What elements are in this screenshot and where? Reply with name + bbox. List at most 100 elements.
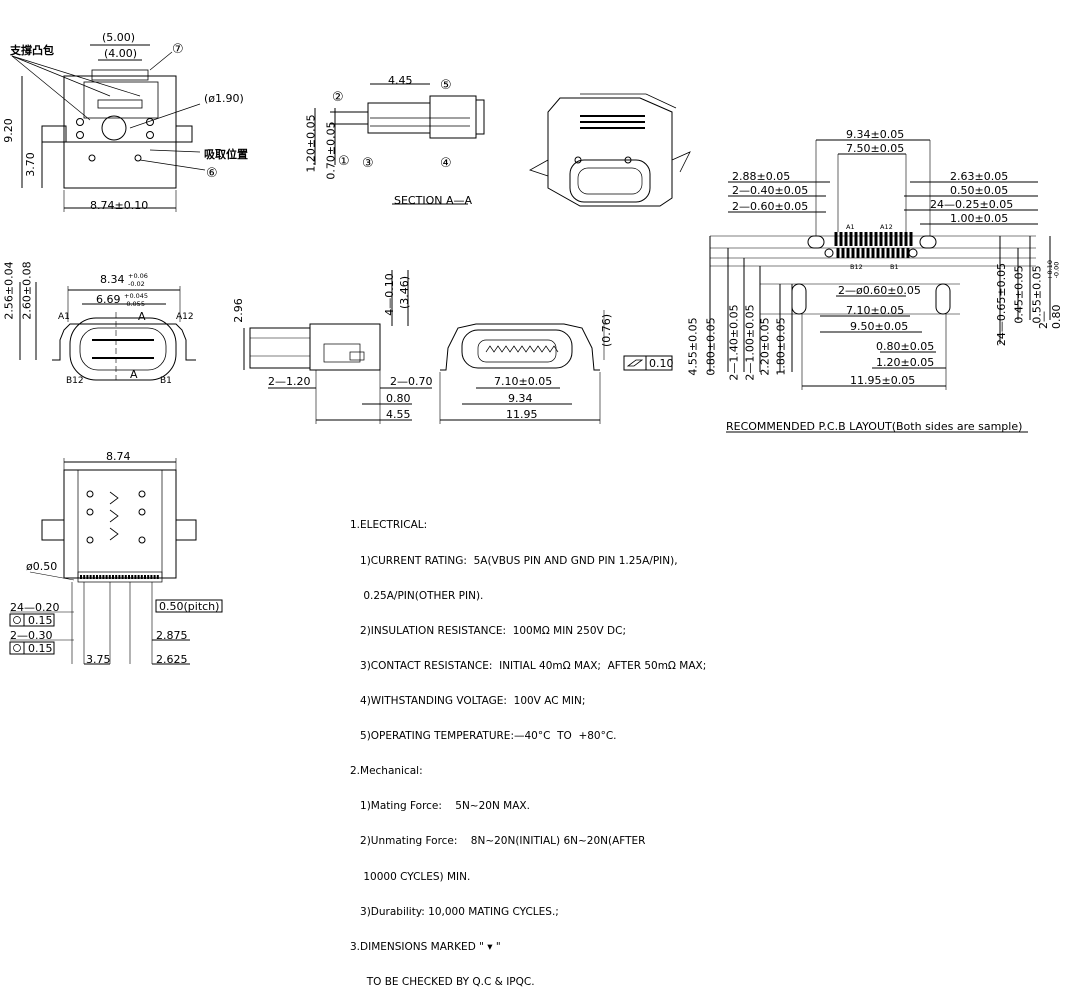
dim-pcb-2-1-40: 2—1.40±0.05 (727, 304, 741, 381)
note-line: 2)INSULATION RESISTANCE: 100MΩ MIN 250V … (350, 624, 627, 637)
dim-top-3-70: 3.70 (23, 152, 37, 177)
drawing-sheet (9, 44, 1051, 665)
note-line: 5)OPERATING TEMPERATURE:—40°C TO +80°C. (350, 730, 617, 743)
dim-bottom-2-875: 2.875 (156, 629, 188, 642)
callout-5: ⑤ (440, 78, 452, 93)
dim-rear-7-10: 7.10±0.05 (494, 375, 553, 388)
front-view (19, 282, 196, 381)
note-line: 3)Durability: 10,000 MATING CYCLES.; (350, 905, 559, 918)
pin-label-a1: A1 (58, 312, 70, 322)
isometric-view (529, 93, 691, 207)
tol-bottom-0-15-a: 0.15 (28, 614, 53, 627)
dim-top-4-00: (4.00) (104, 47, 138, 60)
dim-pcb-2-88: 2.88±0.05 (732, 170, 791, 183)
pcb-layout-view (709, 139, 1051, 433)
note-line: 1)Mating Force: 5N~20N MAX. (350, 800, 530, 813)
dim-rear-11-95: 11.95 (506, 408, 538, 421)
note-line: 4)WITHSTANDING VOLTAGE: 100V AC MIN; (350, 694, 586, 707)
dim-pcb-2-0-60: 2—0.60±0.05 (732, 200, 809, 213)
note-line: 0.25A/PIN(OTHER PIN). (350, 589, 484, 602)
dim-front-6-69: 6.69 (96, 293, 121, 306)
dim-pcb-24-0-65: 24—0.65±0.05 (995, 262, 1009, 347)
dim-side-3-46: (3.46) (398, 275, 412, 310)
dim-bottom-2-0-30: 2—0.30 (10, 629, 53, 642)
callout-4: ④ (440, 156, 452, 171)
pcb-pin-b12: B12 (850, 263, 863, 271)
pin-label-b12: B12 (66, 376, 84, 386)
dim-top-5-00: (5.00) (102, 31, 136, 44)
dim-top-1-90: (ø1.90) (204, 92, 244, 105)
dim-side-2-96: 2.96 (231, 298, 245, 323)
pcb-pin-a12: A12 (880, 223, 893, 231)
dim-rear-0-76: (0.76) (600, 313, 614, 348)
pitch-label: 0.50(pitch) (159, 600, 220, 613)
dim-section-1-20: 1.20±0.05 (304, 114, 318, 173)
dim-pcb-2-0-80-tol2: -0.00 (1052, 261, 1061, 279)
dim-pcb-2-0-40: 2—0.40±0.05 (732, 184, 809, 197)
dim-section-4-45: 4.45 (388, 74, 413, 87)
side-view (243, 270, 432, 424)
labels-layer: 支撐凸包 吸取位置 (5.00) (4.00) (ø1.90) 9.20 3.7… (2, 31, 1063, 666)
pcb-pin-a1: A1 (846, 223, 855, 231)
dim-rear-9-34: 9.34 (508, 392, 533, 405)
section-title: SECTION A—A (394, 194, 473, 207)
rear-view (439, 310, 673, 424)
bottom-view (9, 458, 223, 665)
callout-1: ① (338, 154, 350, 169)
dim-pcb-1-20: 1.20±0.05 (876, 356, 935, 369)
pin-label-a12: A12 (176, 312, 194, 322)
dim-pcb-2-0-60-dia: 2—ø0.60±0.05 (838, 284, 921, 297)
note-line: 1.ELECTRICAL: (350, 519, 428, 532)
dim-front-6-69-plus: +0.045 (124, 292, 149, 300)
dim-pcb-7-50: 7.50±0.05 (846, 142, 905, 155)
dim-pcb-2-0-80: 2—0.80 (1037, 304, 1063, 330)
dim-front-6-69-minus: -0.055 (124, 300, 145, 308)
pcb-layout-title: RECOMMENDED P.C.B LAYOUT(Both sides are … (726, 420, 1023, 433)
dim-front-2-56: 2.56±0.04 (2, 261, 16, 320)
dim-pcb-2-63: 2.63±0.05 (950, 170, 1009, 183)
dim-bottom-8-74: 8.74 (106, 450, 131, 463)
dim-pcb-0-80-v: 0.80±0.05 (704, 317, 718, 376)
dim-front-8-34-minus: -0.02 (128, 280, 145, 288)
dim-side-2-1-20: 2—1.20 (268, 375, 311, 388)
note-line: 2.Mechanical: (350, 765, 423, 778)
pcb-pin-b1: B1 (890, 263, 899, 271)
dim-pcb-4-55: 4.55±0.05 (686, 317, 700, 376)
dim-pcb-2-20: 2.20±0.05 (758, 317, 772, 376)
note-line: 10000 CYCLES) MIN. (350, 870, 471, 883)
specification-notes: 1.ELECTRICAL: 1)CURRENT RATING: 5A(VBUS … (350, 497, 706, 1000)
dim-pcb-9-34: 9.34±0.05 (846, 128, 905, 141)
top-view (11, 44, 206, 212)
note-line: 1)CURRENT RATING: 5A(VBUS PIN AND GND PI… (350, 554, 678, 567)
dim-bottom-0-50: ø0.50 (26, 560, 58, 573)
dim-front-2-60: 2.60±0.08 (20, 261, 34, 320)
dim-pcb-1-80: 1.80±0.05 (774, 317, 788, 376)
callout-3: ③ (362, 156, 374, 171)
pickup-label: 吸取位置 (204, 148, 248, 161)
pin-label-b1: B1 (160, 376, 172, 386)
callout-7: ⑦ (172, 42, 184, 57)
dim-front-8-34: 8.34 (100, 273, 125, 286)
note-line: 3.DIMENSIONS MARKED " ▾ " (350, 940, 501, 953)
note-line: 3)CONTACT RESISTANCE: INITIAL 40mΩ MAX; … (350, 659, 707, 672)
callout-2: ② (332, 90, 344, 105)
dim-section-0-70: 0.70±0.05 (324, 121, 338, 180)
dim-side-4-55: 4.55 (386, 408, 411, 421)
dim-side-2-0-70: 2—0.70 (390, 375, 433, 388)
callout-6: ⑥ (206, 166, 218, 181)
dim-bottom-3-75: 3.75 (86, 653, 111, 666)
dim-pcb-7-10: 7.10±0.05 (846, 304, 905, 317)
dim-pcb-0-80: 0.80±0.05 (876, 340, 935, 353)
label-a-bottom: A (130, 368, 138, 381)
dim-pcb-11-95: 11.95±0.05 (850, 374, 916, 387)
support-bump-label: 支撐凸包 (10, 44, 54, 57)
dim-pcb-1-00: 1.00±0.05 (950, 212, 1009, 225)
dim-front-8-34-plus: +0.06 (128, 272, 148, 280)
tol-bottom-0-15-b: 0.15 (28, 642, 53, 655)
dim-bottom-24-0-20: 24—0.20 (10, 601, 60, 614)
dim-side-4-0-10: 4—0.10 (382, 273, 396, 316)
label-a-top: A (138, 310, 146, 323)
dim-top-8-74: 8.74±0.10 (90, 199, 149, 212)
dim-pcb-24-0-25: 24—0.25±0.05 (930, 198, 1014, 211)
note-line: 2)Unmating Force: 8N~20N(INITIAL) 6N~20N… (350, 835, 646, 848)
